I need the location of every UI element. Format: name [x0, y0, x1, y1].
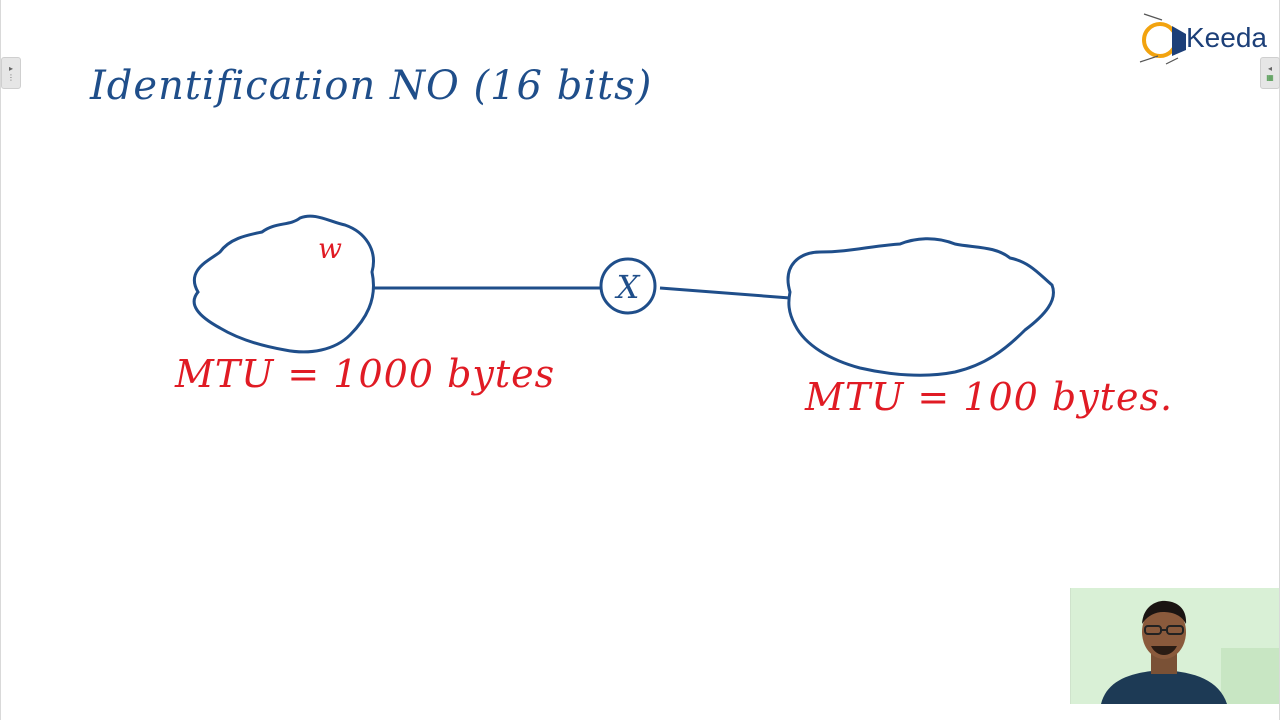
router-x-label: X: [614, 268, 641, 306]
link-router-right: [659, 286, 791, 300]
router-circle-icon: [599, 257, 657, 315]
left-toggle-icon: ▸: [8, 64, 13, 73]
presenter-icon: [1071, 588, 1279, 704]
left-cloud-mark: w: [318, 232, 342, 265]
presenter-webcam: [1070, 588, 1279, 704]
logo-text: Keeda: [1186, 22, 1267, 53]
mtu-right-label: MTU = 100 bytes.: [805, 375, 1174, 419]
left-panel-toggle[interactable]: ▸ ⋮: [1, 57, 21, 89]
slide-title: Identification NO (16 bits): [90, 63, 653, 109]
mtu-left-label: MTU = 1000 bytes: [175, 352, 556, 396]
right-network-cloud: [786, 237, 1055, 377]
ekeeda-logo: [1139, 13, 1186, 65]
board-left-edge: [0, 0, 1, 720]
right-toggle-icon: ◂: [1267, 64, 1272, 73]
left-network-cloud: [192, 214, 375, 354]
